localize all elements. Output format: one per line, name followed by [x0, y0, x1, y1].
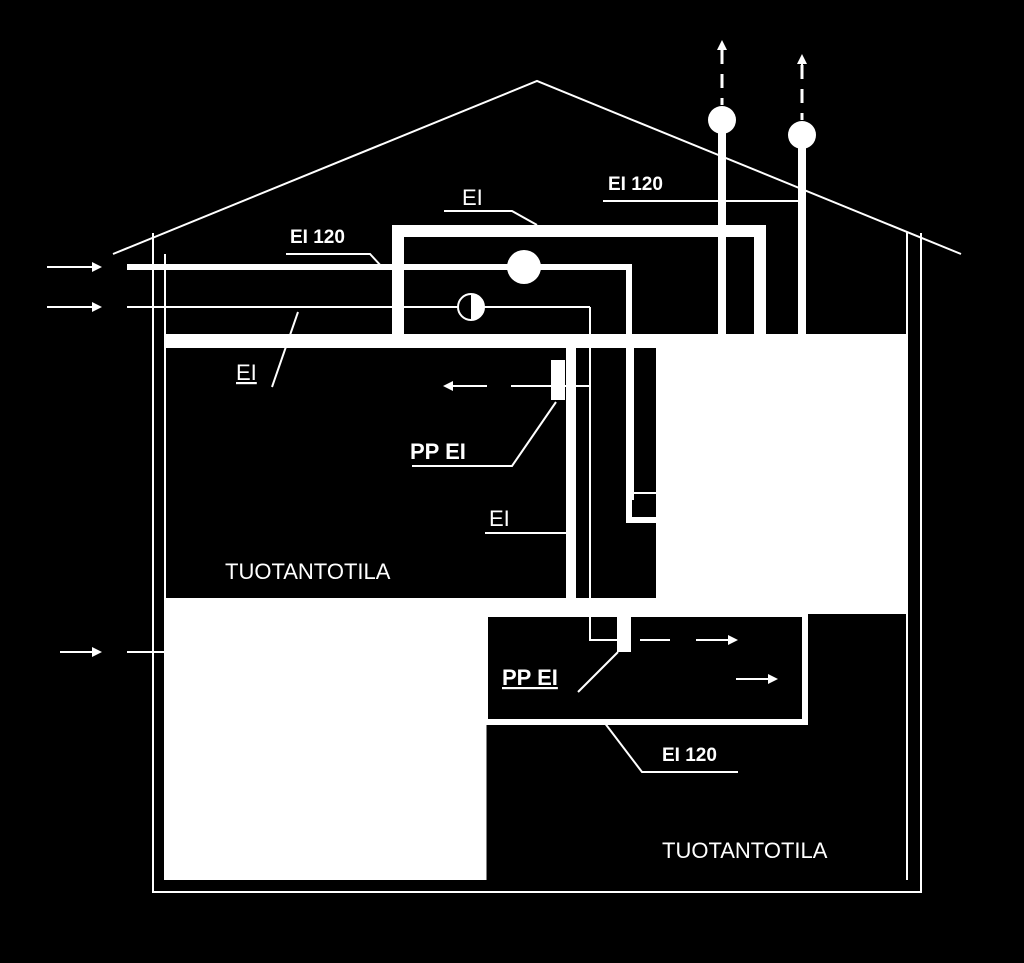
ducts — [127, 50, 806, 653]
duct-thin-2 — [589, 307, 625, 641]
fan-icon — [507, 106, 816, 284]
lower-duct-frame — [482, 611, 808, 725]
duct-loop — [392, 225, 766, 334]
grille-upper — [551, 360, 565, 400]
label-exhaust-ei120: EI 120 — [608, 174, 663, 195]
fan-icon — [708, 106, 736, 134]
label-room-lower: TUOTANTOTILA — [662, 838, 828, 863]
compartment-right-upper — [656, 334, 908, 614]
fire-damper-icon — [457, 293, 485, 321]
labels: EI 120 EI EI 120 EI PP EI EI TUOTANTOTIL… — [225, 174, 828, 863]
label-duct-top-ei120: EI 120 — [290, 227, 345, 248]
label-duct-top-ei: EI — [462, 185, 483, 210]
label-lower-ei120: EI 120 — [662, 745, 717, 766]
duct-supply-main — [127, 264, 656, 523]
label-room-upper: TUOTANTOTILA — [225, 559, 391, 584]
label-shaft-ei: EI — [489, 506, 510, 531]
label-pp-ei-lower: PP EI — [502, 665, 558, 690]
label-pp-ei-upper: PP EI — [410, 439, 466, 464]
roof-line — [112, 79, 962, 255]
compartment-left-lower — [165, 598, 485, 880]
fan-icon — [788, 121, 816, 149]
grille-lower — [617, 614, 631, 652]
outer-wall — [152, 233, 922, 893]
label-intake-ei: EI — [236, 360, 257, 385]
leader-lines — [271, 200, 800, 773]
arrows — [47, 40, 807, 684]
floor-slab — [165, 334, 656, 348]
room-lower — [482, 611, 808, 880]
